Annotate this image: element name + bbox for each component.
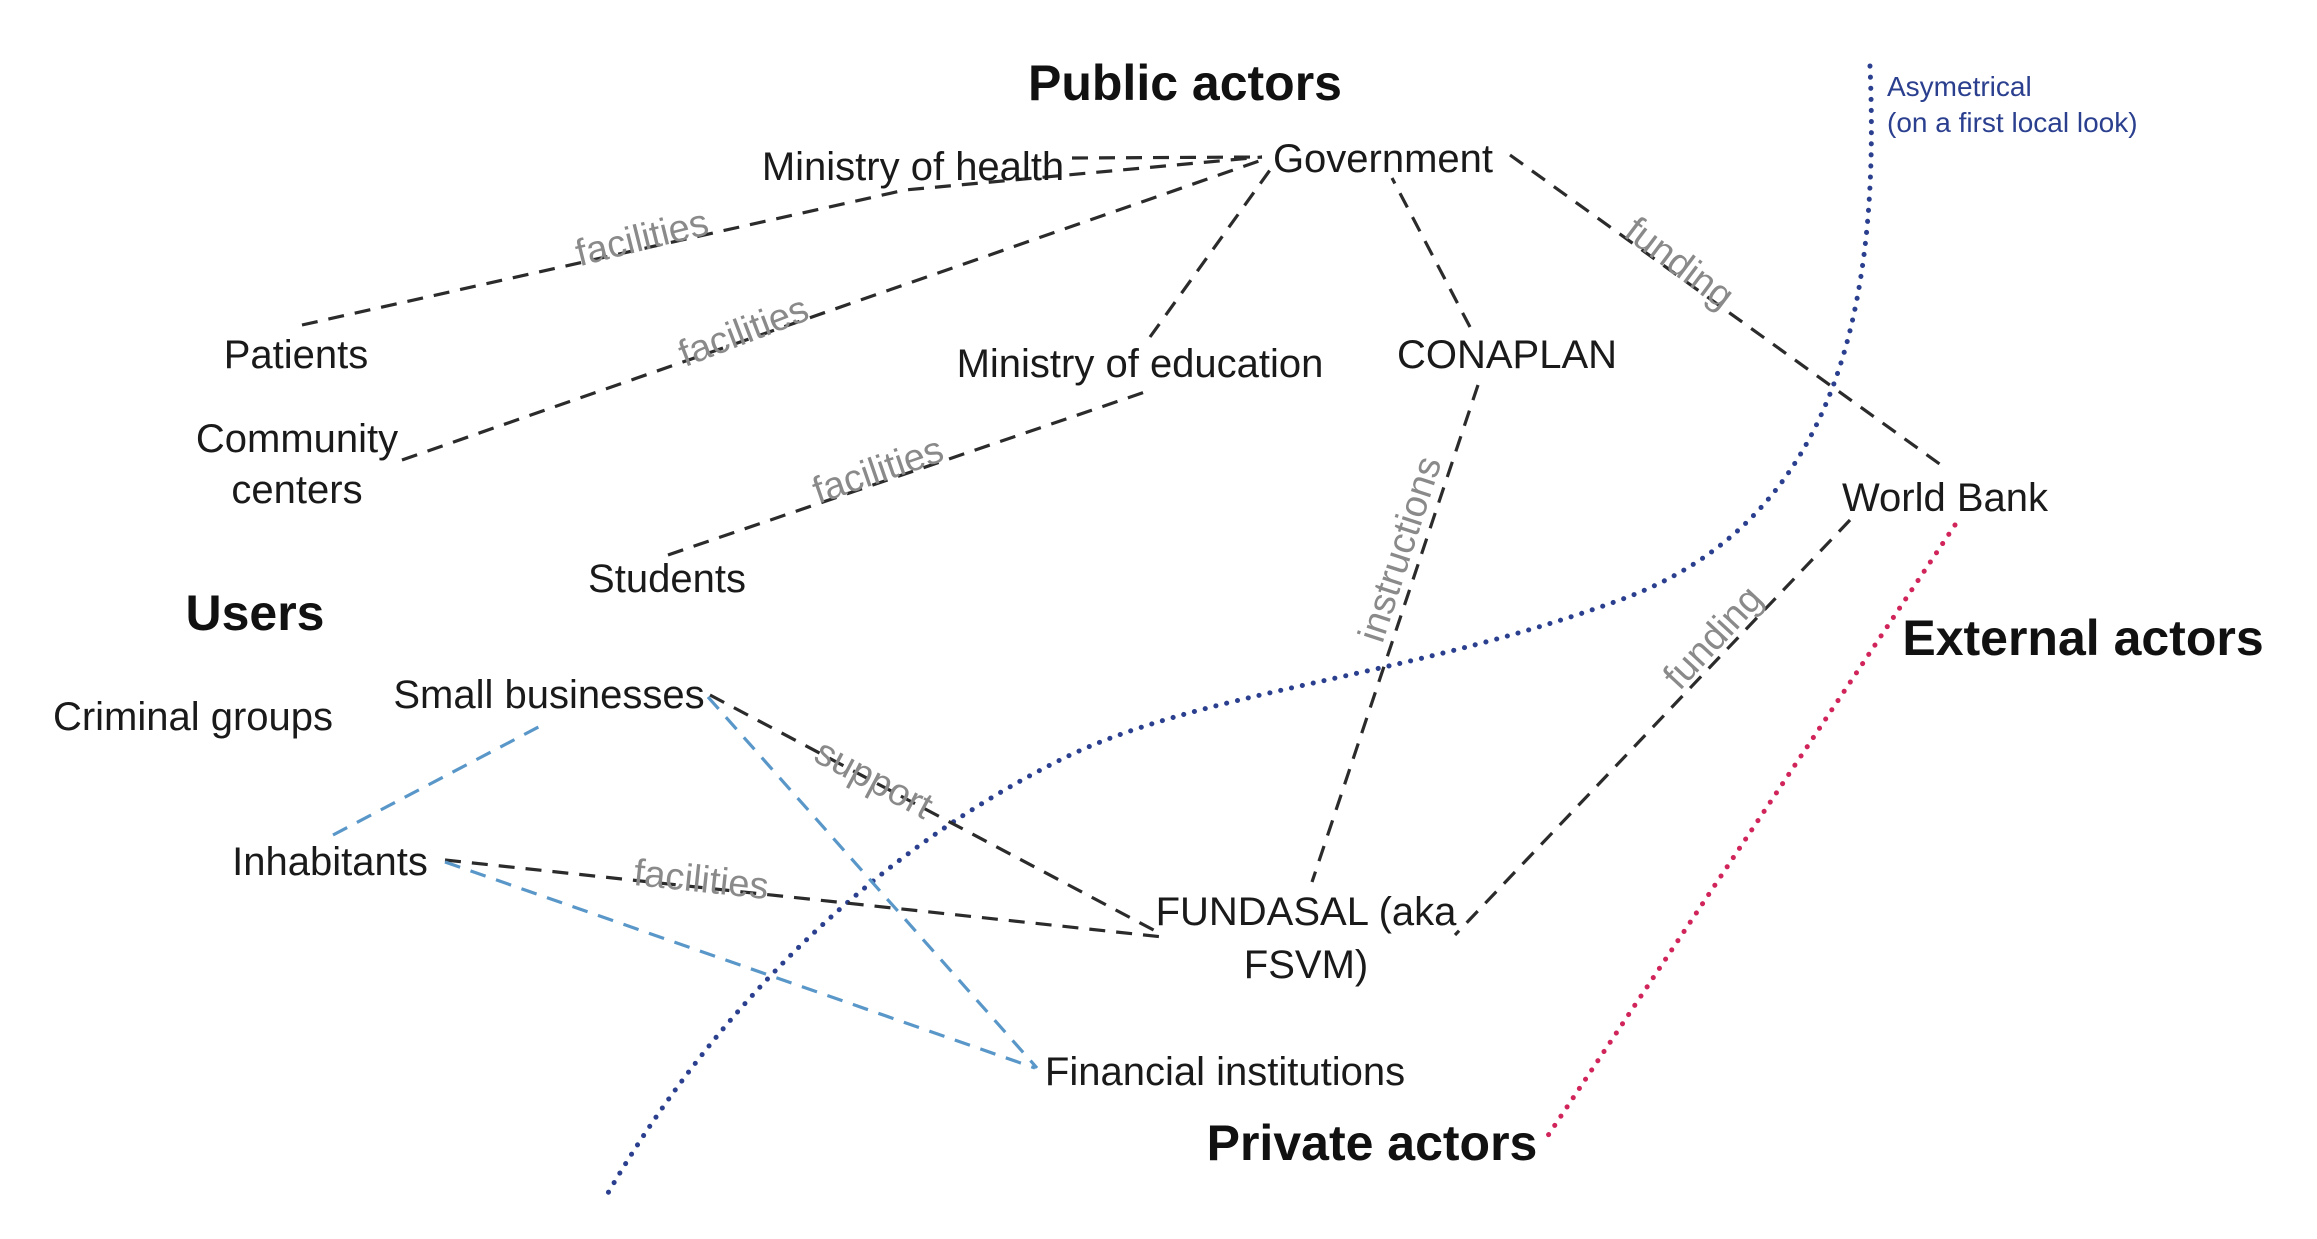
node-financial-institutions: Financial institutions bbox=[1045, 1050, 1405, 1094]
edge-inhabitants-financial bbox=[444, 860, 1036, 1070]
edge-students-education bbox=[667, 390, 1146, 557]
edge-label-facilities-community: facilities bbox=[673, 288, 814, 376]
node-patients: Patients bbox=[224, 333, 369, 377]
edge-smallbiz-fundasal bbox=[709, 693, 1164, 937]
red-dotted-divider bbox=[1540, 522, 1958, 1146]
edge-label-facilities-students: facilities bbox=[807, 429, 948, 513]
node-community-centers-line2: centers bbox=[231, 468, 362, 512]
edge-label-facilities-patients: facilities bbox=[571, 202, 712, 275]
edge-label-support: support bbox=[808, 731, 940, 828]
edge-inhabitants-smallbiz bbox=[332, 720, 549, 837]
node-fundasal-line2: FSVM) bbox=[1244, 943, 1368, 987]
edge-smallbiz-financial bbox=[706, 695, 1039, 1070]
edge-government-worldbank bbox=[1509, 153, 1949, 472]
heading-public-actors: Public actors bbox=[1028, 55, 1342, 111]
note-asymetrical-line1: Asymetrical bbox=[1887, 71, 2032, 102]
edge-label-funding-government-worldbank: funding bbox=[1617, 209, 1742, 318]
node-small-businesses: Small businesses bbox=[393, 673, 704, 717]
node-world-bank: World Bank bbox=[1842, 476, 2049, 520]
node-community-centers-line1: Community bbox=[196, 417, 398, 461]
edge-worldbank-fundasal bbox=[1453, 518, 1852, 937]
node-ministry-of-health: Ministry of health bbox=[762, 145, 1064, 189]
heading-private-actors: Private actors bbox=[1207, 1115, 1538, 1171]
node-criminal-groups: Criminal groups bbox=[53, 695, 333, 739]
node-inhabitants: Inhabitants bbox=[232, 840, 428, 884]
edge-education-government bbox=[1148, 169, 1272, 338]
edge-community-government bbox=[401, 158, 1263, 462]
node-conaplan: CONAPLAN bbox=[1397, 333, 1617, 377]
heading-external-actors: External actors bbox=[1902, 610, 2263, 666]
node-fundasal-line1: FUNDASAL (aka bbox=[1156, 890, 1458, 934]
edge-label-funding-worldbank-fundasal: funding bbox=[1655, 578, 1771, 698]
edge-label-facilities-inhabitants: facilities bbox=[632, 852, 771, 908]
edge-conaplan-government bbox=[1390, 177, 1472, 328]
edge-health-government bbox=[1071, 155, 1263, 160]
edge-conaplan-fundasal bbox=[1310, 384, 1480, 883]
node-government: Government bbox=[1273, 137, 1493, 181]
node-students: Students bbox=[588, 557, 746, 601]
blue-dotted-divider bbox=[605, 63, 1874, 1196]
note-asymetrical-line2: (on a first local look) bbox=[1887, 107, 2138, 138]
node-ministry-of-education: Ministry of education bbox=[957, 342, 1324, 386]
edge-inhabitants-fundasal bbox=[444, 858, 1164, 939]
heading-users: Users bbox=[186, 585, 325, 641]
